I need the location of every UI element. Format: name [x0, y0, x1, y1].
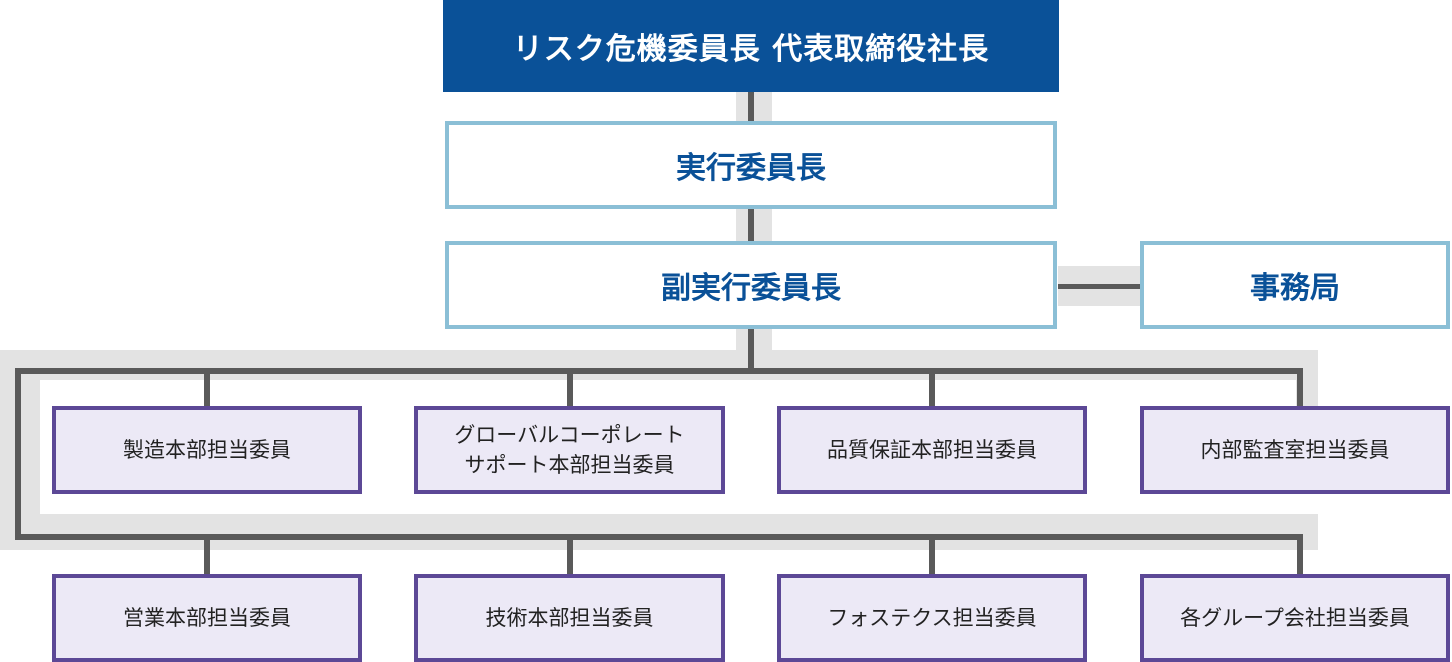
member-label: フォステクス担当委員	[827, 606, 1037, 630]
member-label: 品質保証本部担当委員	[827, 438, 1037, 462]
executive-chair-label: 実行委員長	[676, 151, 826, 186]
member-box-manufacturing: 製造本部担当委員	[52, 406, 362, 494]
secretariat-connector	[1058, 284, 1142, 289]
member-label: 技術本部担当委員	[485, 606, 654, 630]
vice-executive-chair-box: 副実行委員長	[445, 241, 1057, 329]
drop-connector	[204, 368, 210, 408]
executive-chair-box: 実行委員長	[445, 121, 1057, 209]
lower-bracket-shadow	[0, 514, 1318, 550]
lower-right-vertical-connector	[1297, 534, 1303, 576]
member-label-line1: グローバルコーポレート	[454, 423, 685, 447]
secretariat-box: 事務局	[1140, 241, 1450, 329]
right-vertical-connector	[1297, 368, 1303, 408]
member-box-internal-audit: 内部監査室担当委員	[1140, 406, 1450, 494]
drop-connector	[929, 368, 935, 408]
member-box-group-companies: 各グループ会社担当委員	[1140, 574, 1450, 662]
member-label-line2: サポート本部担当委員	[464, 453, 675, 477]
secretariat-label: 事務局	[1250, 271, 1340, 306]
left-vertical-connector	[15, 368, 21, 540]
main-vertical-connector	[748, 92, 754, 370]
member-box-fostex: フォステクス担当委員	[777, 574, 1087, 662]
member-label: 内部監査室担当委員	[1200, 438, 1390, 462]
member-box-quality-assurance: 品質保証本部担当委員	[777, 406, 1087, 494]
member-label: 各グループ会社担当委員	[1180, 606, 1410, 630]
chairman-box: リスク危機委員長 代表取締役社長	[443, 0, 1059, 92]
member-label: 営業本部担当委員	[123, 606, 291, 630]
lower-horizontal-connector	[15, 534, 1303, 540]
member-label: 製造本部担当委員	[123, 438, 291, 462]
drop-connector	[567, 534, 573, 576]
chairman-label: リスク危機委員長 代表取締役社長	[512, 32, 990, 67]
upper-bracket-shadow	[0, 350, 1318, 380]
drop-connector	[204, 534, 210, 576]
vice-executive-chair-label: 副実行委員長	[661, 271, 841, 306]
upper-horizontal-connector	[15, 368, 1303, 374]
drop-connector	[567, 368, 573, 408]
drop-connector	[929, 534, 935, 576]
member-box-engineering: 技術本部担当委員	[414, 574, 725, 662]
member-box-sales: 営業本部担当委員	[52, 574, 362, 662]
member-box-global-corporate-support: グローバルコーポレート サポート本部担当委員	[414, 406, 725, 494]
